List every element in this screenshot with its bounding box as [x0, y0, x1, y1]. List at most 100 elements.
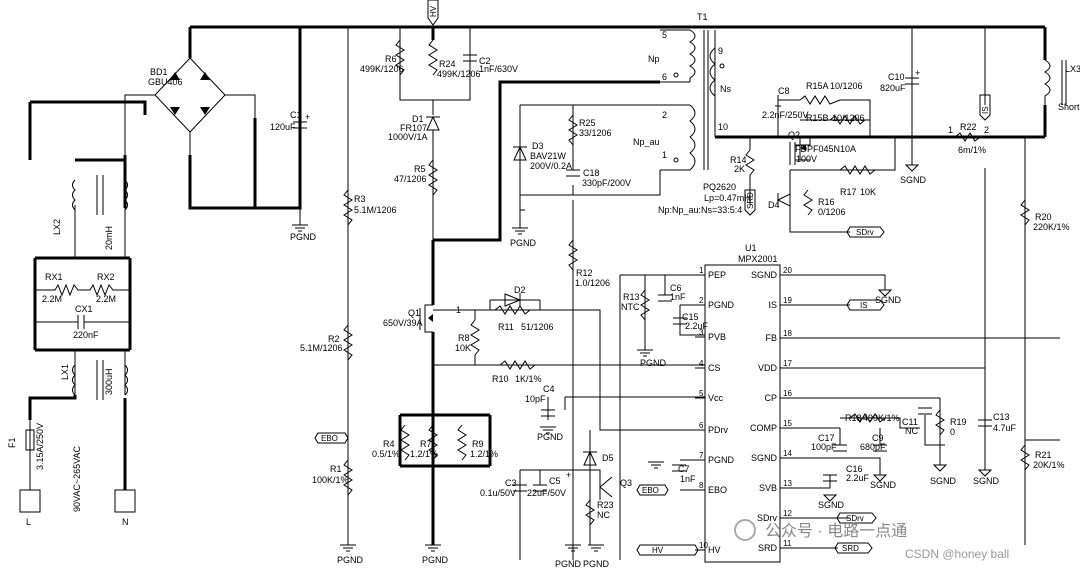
transformer-t1: T1 Np Np_au Ns 5 6 2 1 9 10 PQ2620 Lp=0.…: [633, 12, 751, 215]
t1-pin9: 9: [718, 46, 723, 56]
r3-ref: R3: [354, 194, 366, 204]
r25-ref: R25: [579, 118, 596, 128]
cx1-ref: CX1: [75, 304, 93, 314]
ic-pin-num-right: 18: [783, 329, 792, 338]
d3-part: BAV21W: [530, 151, 566, 161]
r22-p2: 2: [984, 125, 989, 135]
c13-val: 4.7uF: [993, 423, 1017, 433]
c2-ref: C2: [479, 56, 491, 66]
u1-part: MPX2001: [738, 254, 778, 264]
ic-pin-name-right: FB: [765, 333, 777, 343]
t1-ns: Ns: [720, 84, 731, 94]
c17-val: 100pF: [811, 442, 837, 452]
ic-pin-name-left: Vcc: [708, 393, 724, 403]
srd-flag-vertical: SRD: [744, 189, 756, 216]
r20-ref: R20: [1035, 212, 1052, 222]
sdrv-flag-secondary: SDrv: [846, 226, 885, 238]
d4-ref: D4: [768, 200, 780, 210]
bridge-rectifier-bd1: BD1 GBU406: [124, 57, 256, 155]
r24-val: 499K/1206: [437, 69, 481, 79]
wechat-watermark: 公众号 · 电路一点通: [734, 519, 907, 541]
r6-val: 499K/1206: [360, 64, 404, 74]
ic-pin-num-left: 8: [699, 481, 704, 490]
svg-text:+: +: [305, 112, 310, 122]
q1-val: 650V/39A: [383, 318, 423, 328]
q1-pin1: 1: [456, 305, 461, 315]
ic-u1: U1 MPX2001 PEP1PGND2PVB3CS4Vcc5PDrv6PGND…: [695, 243, 792, 563]
cx1-val: 220nF: [73, 330, 99, 340]
ic-pin-name-right: VDD: [758, 363, 778, 373]
ground-pgnd-d3: PGND: [510, 210, 537, 248]
d5-ref: D5: [602, 453, 614, 463]
r10-val: 1K/1%: [515, 374, 542, 384]
terminal-n: N: [114, 489, 136, 527]
lx2-ref: LX2: [52, 219, 62, 235]
choke-lx2: LX2 20mH: [52, 158, 128, 258]
pgnd-label-7: PGND: [640, 358, 667, 368]
t1-pin5: 5: [662, 30, 667, 40]
resistor-r25: R25 33/1206: [568, 114, 612, 146]
q1-ref: Q1: [408, 308, 420, 318]
rx1-ref: RX1: [45, 272, 63, 282]
terminal-n-label: N: [122, 517, 129, 527]
r12-val: 1.0/1206: [575, 278, 610, 288]
r18-ref: R18: [845, 413, 862, 423]
d1-ref: D1: [412, 114, 424, 124]
pgnd-label-2: PGND: [337, 555, 364, 565]
ic-pin-name-left: PGND: [708, 455, 735, 465]
r15b-val: 10/1206: [832, 113, 865, 123]
r2-ref: R2: [328, 334, 340, 344]
d1-part: FR107: [400, 123, 427, 133]
t1-np: Np: [648, 54, 660, 64]
ic-pin-name-right: SDrv: [757, 513, 777, 523]
r11-val: 51/1206: [521, 322, 554, 332]
resistor-r16: R16 0/1206: [803, 189, 846, 217]
r6-ref: R6: [385, 54, 397, 64]
sgnd-label-6: SGND: [818, 500, 845, 510]
ic-pin-num-right: 17: [783, 359, 792, 368]
q2-ref: Q2: [788, 130, 800, 140]
svg-text:+: +: [915, 68, 920, 78]
diode-d5: D5: [583, 450, 614, 466]
resistor-r15a: R15A 10/1206: [799, 81, 863, 105]
ic-pin-num-right: 15: [783, 419, 792, 428]
resistor-r15b: R15B 10/1206: [806, 113, 866, 125]
ebo-flag-ic: EBO: [636, 484, 669, 496]
c17-ref: C17: [818, 433, 835, 443]
resistor-r18: R18 499K/1%: [845, 413, 900, 423]
csdn-watermark: CSDN @honey ball: [905, 547, 1009, 561]
ground-pgnd-c1: PGND: [290, 208, 317, 242]
c16-val: 2.2uF: [846, 473, 870, 483]
rx2-ref: RX2: [97, 272, 115, 282]
r4-ref: R4: [383, 439, 395, 449]
lx1-val: 300uH: [104, 368, 114, 395]
resistor-r3: R3 5.1M/1206: [343, 189, 397, 226]
lx3-note: Shorted: [1058, 102, 1080, 112]
diode-d1: D1 FR107 1000V/1A: [388, 114, 440, 142]
r21-val: 20K/1%: [1033, 460, 1065, 470]
svg-text:+: +: [566, 470, 571, 480]
c1-val: 120uF: [270, 122, 296, 132]
resistor-r7: R7 1.2/1%: [410, 424, 438, 461]
r19-val: 0: [950, 427, 955, 437]
ic-pin-name-left: PDrv: [708, 425, 728, 435]
capacitor-c10: C10 820uF +: [880, 68, 920, 93]
capacitor-c1: C1 120uF +: [270, 110, 310, 208]
r16-val: 0/1206: [818, 207, 846, 217]
hv-flag-top: HV: [427, 0, 439, 26]
ground-pgnd-r13: PGND: [637, 349, 667, 368]
r20-val: 220K/1%: [1033, 222, 1070, 232]
hv-flag-ic: HV: [636, 544, 699, 556]
ic-pin-name-left: PEP: [708, 270, 726, 280]
q2-rating: 100V: [796, 154, 817, 164]
r24-ref: R24: [439, 59, 456, 69]
resistor-r20: R20 220K/1%: [1020, 199, 1070, 232]
ic-pin-name-right: SGND: [751, 453, 778, 463]
r2-val: 5.1M/1206: [300, 343, 343, 353]
ground-pgnd-r1: PGND: [337, 544, 364, 565]
ic-pin-name-left: CS: [708, 363, 721, 373]
ebo-flag-left-text: EBO: [321, 434, 338, 443]
capacitor-c9: C9 680pF: [860, 433, 887, 452]
